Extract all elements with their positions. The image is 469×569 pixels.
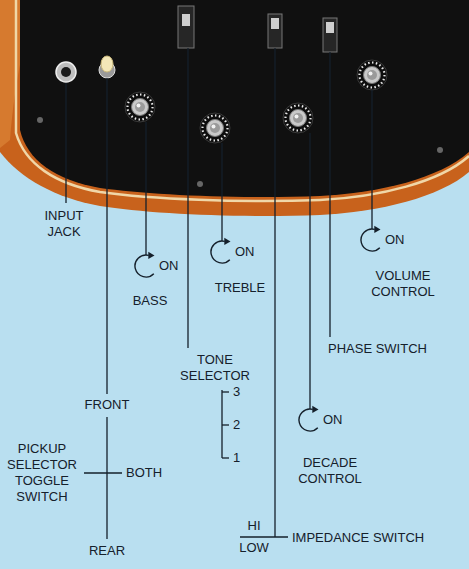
callout-label: PHASE SWITCH bbox=[328, 341, 427, 357]
callout-label: REAR bbox=[89, 543, 125, 559]
screw bbox=[437, 147, 443, 153]
callout-label: VOLUME CONTROL bbox=[358, 268, 448, 300]
decade-knob bbox=[283, 103, 313, 133]
volume-knob bbox=[357, 60, 387, 90]
callout-label: ON bbox=[159, 258, 179, 274]
callout-label: 2 bbox=[233, 417, 240, 433]
callout-label: BASS bbox=[133, 293, 168, 309]
control-plate bbox=[20, 0, 469, 197]
rotation-symbol bbox=[211, 238, 230, 263]
callout-label: DECADE CONTROL bbox=[285, 455, 375, 487]
impedance-switch bbox=[268, 14, 282, 48]
rotation-symbol bbox=[361, 226, 380, 251]
callout-label: ON bbox=[385, 232, 405, 248]
rotation-symbol bbox=[299, 406, 318, 431]
callout-label: ON bbox=[235, 244, 255, 260]
callout-label: 3 bbox=[233, 384, 240, 400]
tone-selector-switch bbox=[178, 6, 194, 48]
callout-label: PICKUP SELECTOR TOGGLE SWITCH bbox=[2, 441, 82, 505]
screw bbox=[197, 181, 203, 187]
treble-knob bbox=[200, 113, 230, 143]
impedance-switch bbox=[271, 18, 279, 29]
callout-label: BOTH bbox=[126, 465, 162, 481]
callout-label: FRONT bbox=[85, 397, 130, 413]
callout-label: TREBLE bbox=[215, 280, 266, 296]
rotation-symbol bbox=[135, 252, 154, 277]
callout-label: TONE SELECTOR bbox=[170, 352, 260, 384]
callout-label: ON bbox=[323, 412, 343, 428]
callout-label: IMPEDANCE SWITCH bbox=[292, 530, 424, 546]
callout-label: 1 bbox=[233, 450, 240, 466]
bass-knob bbox=[125, 92, 155, 122]
input-jack bbox=[56, 62, 76, 82]
tone-selector-switch bbox=[182, 14, 190, 26]
guitar-body bbox=[0, 0, 469, 216]
callout-label: HI bbox=[248, 518, 261, 534]
screw bbox=[37, 117, 43, 123]
callout-label: INPUT JACK bbox=[33, 208, 95, 240]
binding bbox=[16, 0, 469, 201]
callout-label: LOW bbox=[239, 540, 269, 556]
toggle-switch bbox=[101, 56, 113, 72]
phase-switch bbox=[326, 22, 334, 33]
phase-switch bbox=[323, 18, 337, 52]
input-jack bbox=[61, 67, 71, 77]
